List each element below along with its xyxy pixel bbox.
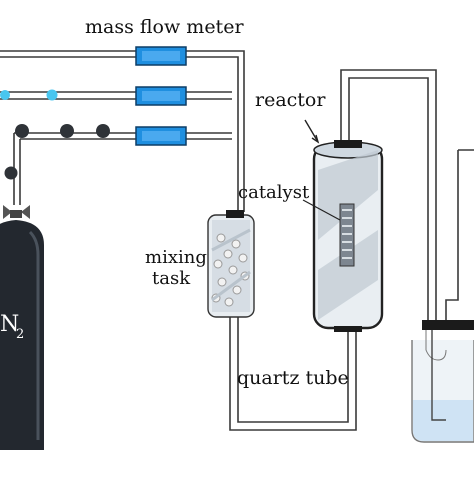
valve-icon bbox=[60, 124, 74, 138]
pipe-mixer-to-reactor-inner bbox=[237, 315, 349, 423]
pipe-mixer-to-reactor-outer bbox=[229, 315, 357, 431]
catalyst-label: catalyst bbox=[238, 182, 310, 203]
beaker-icon bbox=[411, 320, 474, 443]
mass-flow-meter-1 bbox=[135, 46, 187, 66]
gas-cylinder-icon bbox=[0, 205, 44, 450]
quartz-tube-label: quartz tube bbox=[237, 367, 349, 389]
pipe-line-1 bbox=[0, 56, 239, 212]
reactor-column-icon bbox=[312, 140, 384, 332]
cylinder-label: N bbox=[0, 312, 19, 337]
valve-icon bbox=[96, 124, 110, 138]
pipe-outlet bbox=[445, 149, 474, 322]
mass-flow-meter-label: mass flow meter bbox=[85, 16, 244, 38]
cylinder-label-subscript: 2 bbox=[16, 327, 24, 342]
pipe-reactor-to-beaker-inner bbox=[348, 77, 429, 322]
reactor-pointer-arrowhead bbox=[311, 134, 320, 144]
mixing-label-line2: task bbox=[152, 268, 191, 289]
valve-icon bbox=[46, 89, 58, 101]
mass-flow-meter-2 bbox=[135, 86, 187, 106]
valve-icon bbox=[15, 124, 29, 138]
catalyst-pointer bbox=[302, 199, 341, 221]
pipe-line-1-outer bbox=[0, 50, 245, 212]
reactor-pointer bbox=[304, 119, 319, 143]
mixing-tank-icon bbox=[207, 210, 255, 318]
valve-icon bbox=[4, 166, 18, 180]
mixing-label-line1: mixing bbox=[145, 247, 207, 268]
valve-icon bbox=[0, 90, 10, 100]
reactor-label: reactor bbox=[255, 89, 326, 111]
pipe-reactor-to-beaker-outer bbox=[340, 69, 437, 322]
mass-flow-meter-3 bbox=[135, 126, 187, 146]
